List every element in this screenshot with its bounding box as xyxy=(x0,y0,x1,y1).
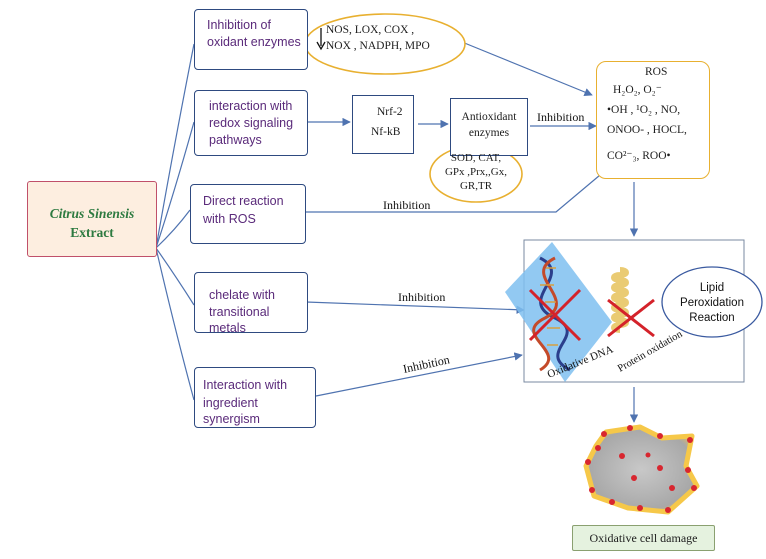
mechanism-box-5: Interaction with ingredient synergism xyxy=(194,367,316,428)
mechanism-box-3: Direct reaction with ROS xyxy=(190,184,306,244)
nrf2-label: Nrf-2 xyxy=(377,106,403,118)
mechanism-4-line2: transitional metals xyxy=(209,305,270,335)
inhibition-label-1: Inhibition xyxy=(537,110,584,124)
lipid-ellipse xyxy=(661,266,763,338)
oxidant-enzymes-line1: NOS, LOX, COX , xyxy=(326,24,415,36)
ros-line4: CO²⁻₃, ROO• xyxy=(607,150,671,162)
inhibition-label-4: Inhibition xyxy=(402,352,451,376)
ros-line2: •OH , ¹O₂ , NO, xyxy=(607,104,681,116)
protein-cross-icon xyxy=(607,298,655,338)
ros-line1: H₂O₂, O₂⁻ xyxy=(613,84,662,96)
mechanism-4-line1: chelate with xyxy=(209,288,276,302)
dna-cross-icon xyxy=(528,288,582,342)
antioxidant-list-line2: GPx ,Prx,,Gx, xyxy=(444,166,508,178)
flow-arrows xyxy=(305,41,639,423)
source-title: Citrus Sinensis xyxy=(49,206,135,221)
ros-box: ROS H₂O₂, O₂⁻ •OH , ¹O₂ , NO, ONOO- , HO… xyxy=(596,61,710,179)
antioxidant-list-line1: SOD, CAT, xyxy=(450,152,502,164)
mechanism-box-1: Inhibition of oxidant enzymes xyxy=(194,9,308,70)
mechanism-1-line1: Inhibition of xyxy=(207,18,271,32)
antioxidant-list-line3: GR,TR xyxy=(459,180,493,192)
mechanism-5-line1: Interaction with xyxy=(203,378,288,392)
mechanism-1-line2: oxidant enzymes xyxy=(207,35,301,49)
mechanism-3-line2: with ROS xyxy=(203,212,256,226)
mechanism-2-line2: redox signaling xyxy=(209,116,294,130)
lipid-line2: Peroxidation xyxy=(680,297,744,309)
antioxidant-line1: Antioxidant xyxy=(461,111,517,123)
lipid-line1: Lipid xyxy=(699,282,725,294)
mechanism-box-4: chelate with transitional metals xyxy=(194,272,308,335)
radical-dots xyxy=(585,425,697,513)
source-box: Citrus Sinensis Extract xyxy=(27,181,157,257)
outcome-label: Oxidative cell damage xyxy=(589,531,698,545)
ros-line3: ONOO- , HOCL, xyxy=(607,124,687,136)
antioxidant-line2: enzymes xyxy=(468,127,510,139)
mechanism-2-line1: interaction with xyxy=(209,99,293,113)
source-subtitle: Extract xyxy=(70,225,114,240)
protein-label: Protein oxidation xyxy=(616,328,685,374)
antioxidant-box: Antioxidant enzymes xyxy=(450,98,528,156)
oxidant-enzymes-line2: NOX , NADPH, MPO xyxy=(326,40,430,52)
inhibition-label-3: Inhibition xyxy=(398,290,445,304)
inhibition-label-2: Inhibition xyxy=(383,198,430,212)
lipid-line3: Reaction xyxy=(689,312,735,324)
mechanism-3-line1: Direct reaction xyxy=(203,194,284,208)
ros-title: ROS xyxy=(645,66,668,78)
protein-icon xyxy=(611,267,629,333)
dna-helix-icon xyxy=(532,256,571,372)
mechanism-2-line3: pathways xyxy=(209,133,262,147)
nfkb-label: Nf-kB xyxy=(371,126,401,138)
mechanism-box-2: interaction with redox signaling pathway… xyxy=(194,90,308,156)
mechanism-5-line2: ingredient synergism xyxy=(203,396,260,426)
signaling-box: Nrf-2 Nf-kB xyxy=(352,95,414,154)
outcome-box: Oxidative cell damage xyxy=(572,525,715,551)
panel-top-bracket xyxy=(523,239,745,245)
fan-connectors xyxy=(155,43,195,401)
damaged-cell-icon xyxy=(583,424,700,515)
